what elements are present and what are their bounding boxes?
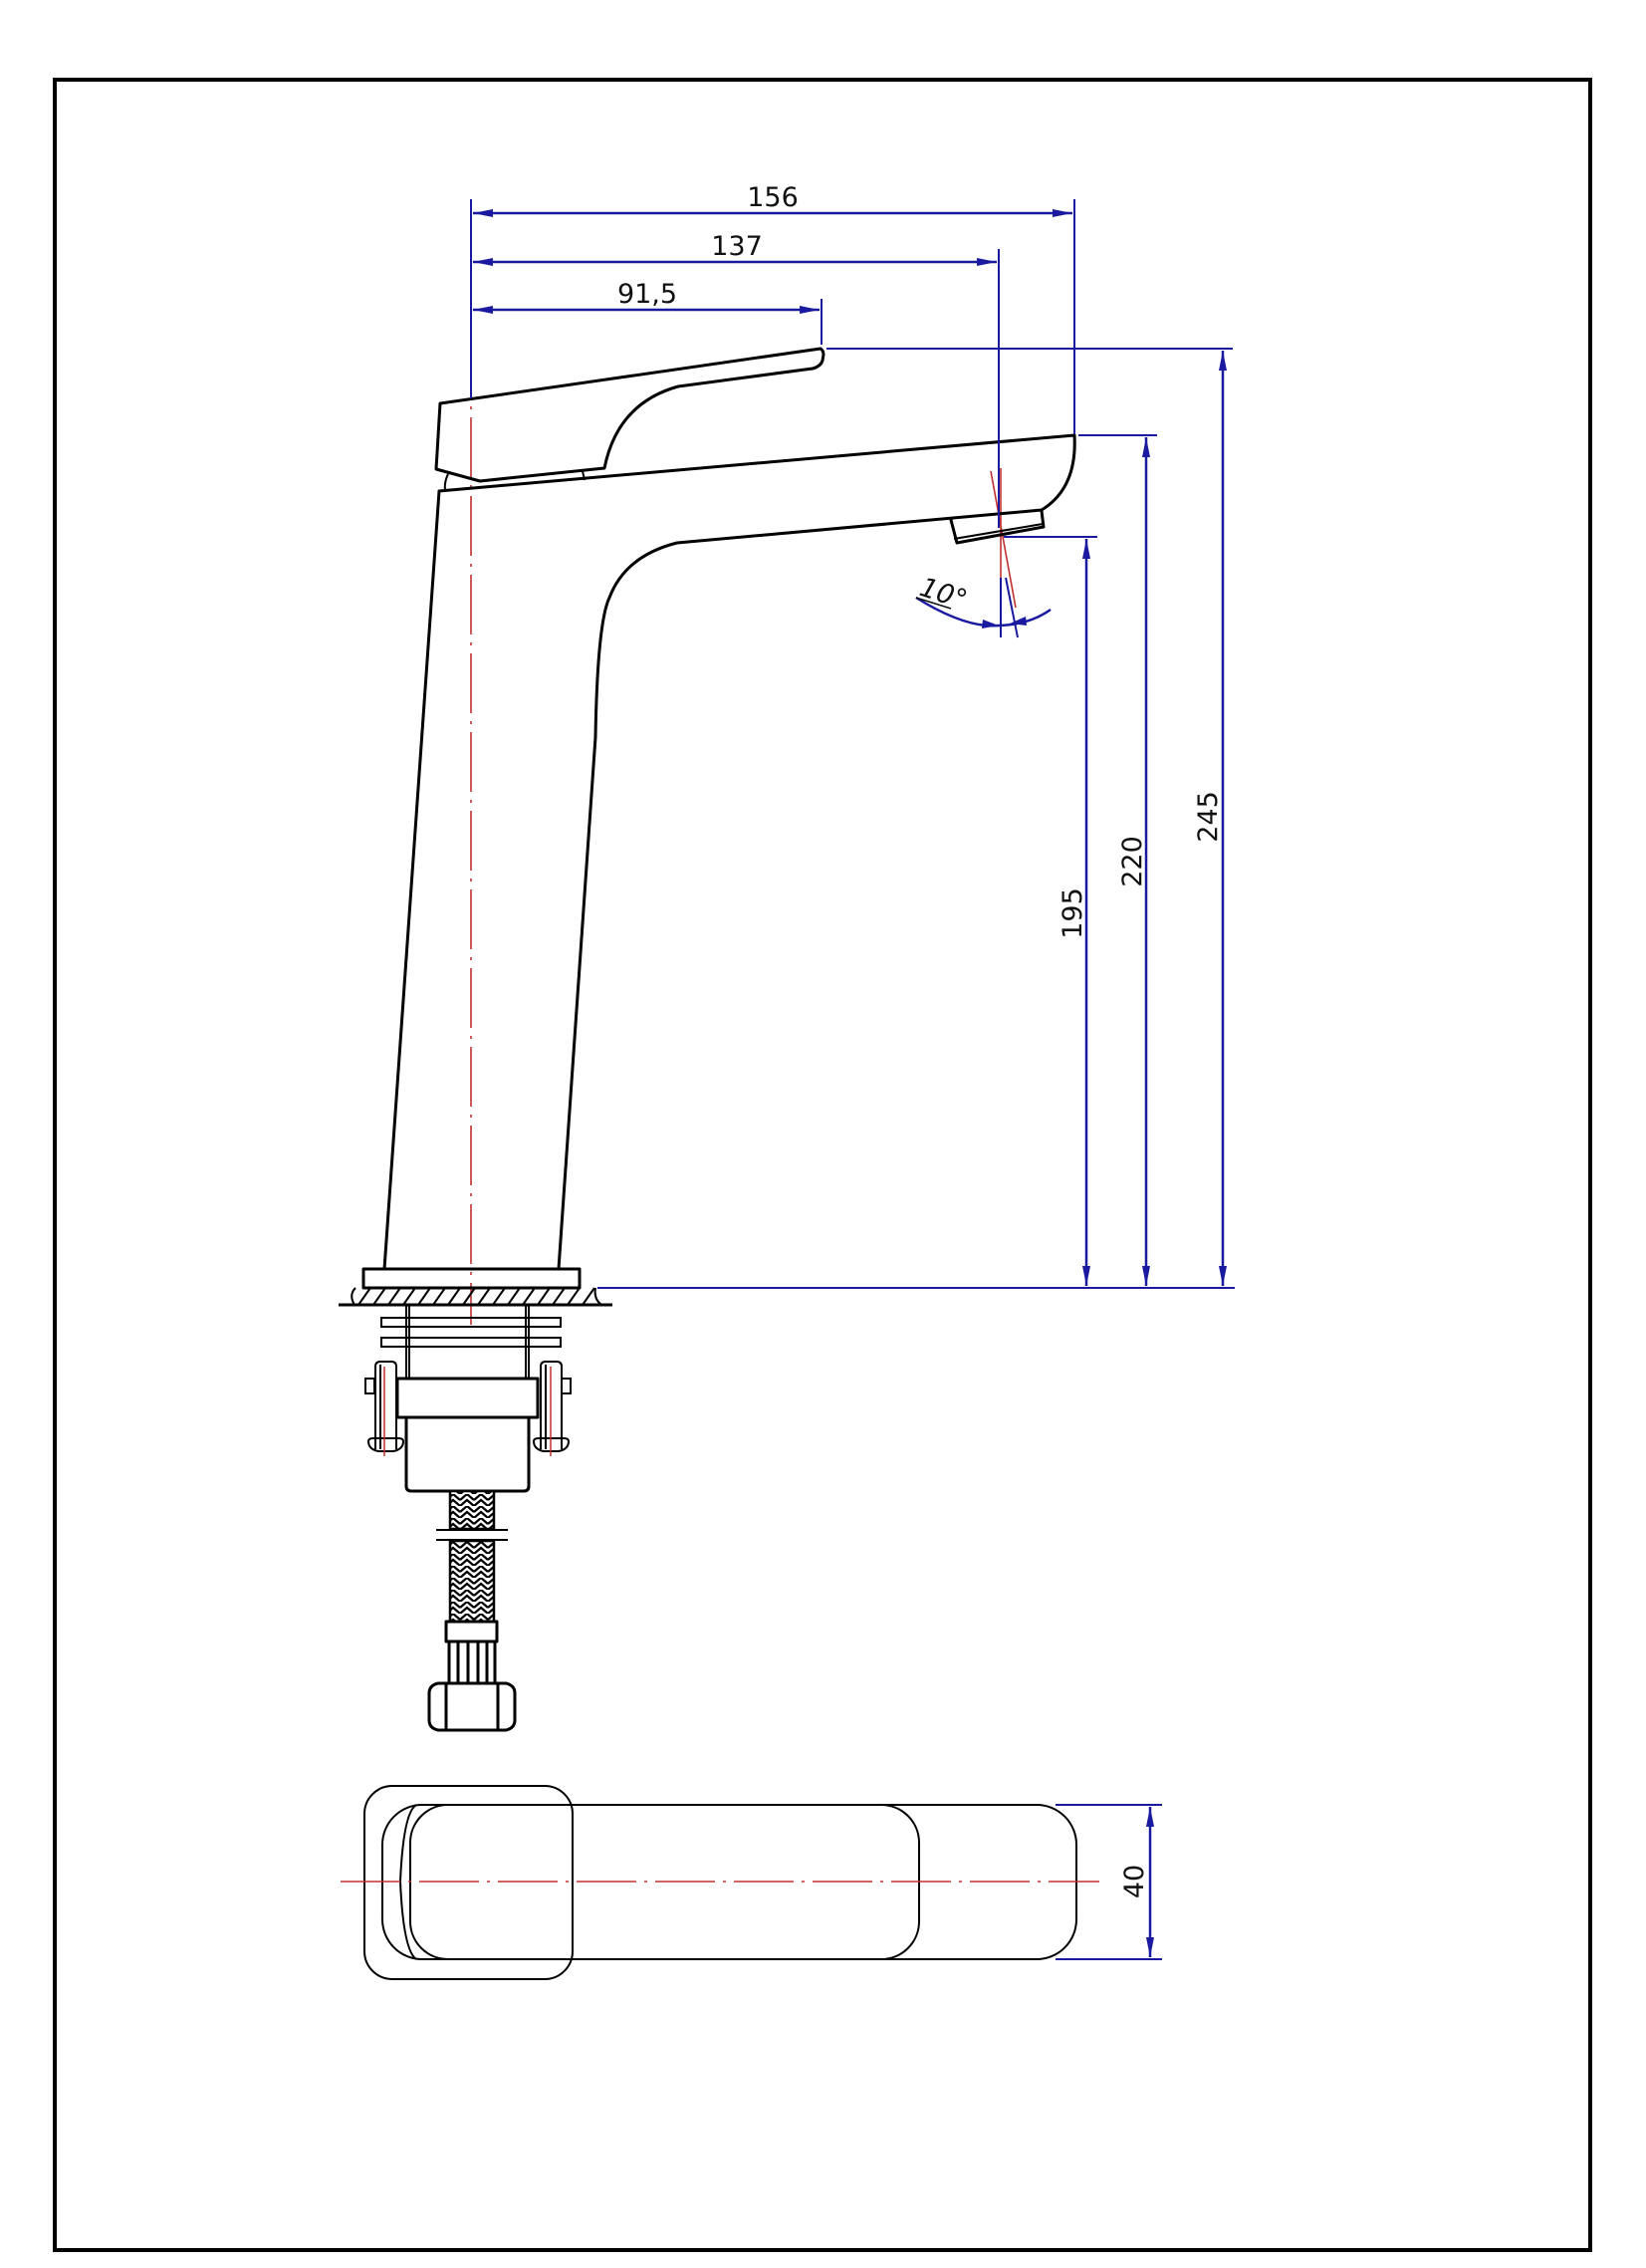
side-elevation-view: 156 137 91,5 195 220 245 [339,182,1235,1732]
dim-220-label: 220 [1117,836,1148,887]
vertical-dimensions: 195 220 245 [597,348,1235,1289]
dim-195-label: 195 [1058,887,1088,939]
mounting-shank [380,1305,562,1493]
dim-137-label: 137 [711,231,763,262]
handle-lever [434,347,825,483]
spout-body [382,433,1076,1271]
base-escutcheon [363,1785,574,1980]
dim-91-5-label: 91,5 [617,279,677,310]
angle-10-label: 10° [916,572,971,616]
counter-top-hatch [339,1287,612,1307]
dim-156-label: 156 [747,182,799,213]
outlet-angled-line [990,470,1017,609]
dim-40-label: 40 [1119,1865,1150,1898]
horizontal-dimensions: 156 137 91,5 [470,182,1075,528]
base-plate [361,1267,582,1290]
fixing-bolt-left [364,1361,405,1456]
width-dimension: 40 [1056,1804,1162,1960]
aerator-edge [953,523,1044,540]
top-plan-view: 40 [341,1785,1162,1980]
aerator [949,509,1046,545]
angle-dimension: 10° [915,572,1052,638]
dim-245-label: 245 [1193,791,1224,843]
flexible-hose [427,1489,517,1732]
drawing-frame [53,78,1592,2252]
fixing-bolt-right [532,1361,572,1456]
